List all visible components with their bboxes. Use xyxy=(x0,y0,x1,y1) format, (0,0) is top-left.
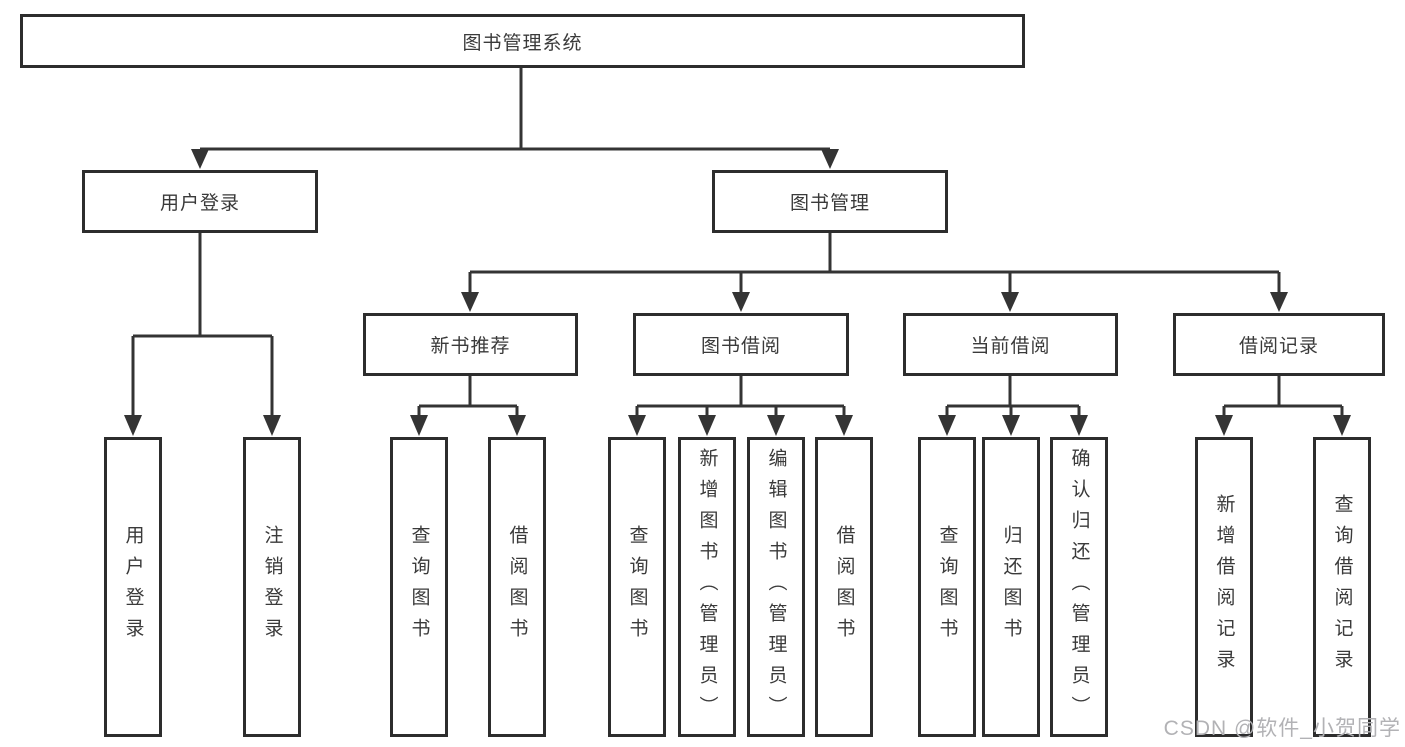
node-label: 用户登录 xyxy=(159,193,240,214)
node-user-login: 用户登录 xyxy=(82,170,318,233)
node-label: 查询借阅记录 xyxy=(1331,494,1353,680)
node-leaf-add-borrow-record: 新增借阅记录 xyxy=(1195,437,1253,737)
node-leaf-query-books-borrowing: 查询图书 xyxy=(608,437,666,737)
node-leaf-add-books-admin: 新增图书（管理员） xyxy=(678,437,736,737)
node-label: 当前借阅 xyxy=(970,336,1051,357)
node-book-borrowing: 图书借阅 xyxy=(633,313,849,376)
node-label: 归还图书 xyxy=(1000,525,1022,649)
node-label: 新增借阅记录 xyxy=(1213,494,1235,680)
arrowhead-icon xyxy=(1002,415,1020,436)
node-label: 查询图书 xyxy=(626,525,648,649)
arrowhead-icon xyxy=(835,415,853,436)
arrowheads xyxy=(124,149,1351,436)
arrowhead-icon xyxy=(1070,415,1088,436)
arrowhead-icon xyxy=(124,415,142,436)
connector-lines xyxy=(131,68,1344,417)
arrowhead-icon xyxy=(410,415,428,436)
node-leaf-user-login: 用户登录 xyxy=(104,437,162,737)
connector-bookmgmt-to-level3 xyxy=(468,233,1281,294)
arrowhead-icon xyxy=(767,415,785,436)
node-new-book-recommend: 新书推荐 xyxy=(363,313,578,376)
node-leaf-confirm-return-admin: 确认归还（管理员） xyxy=(1050,437,1108,737)
connector-records-to-leaves xyxy=(1222,376,1344,417)
arrowhead-icon xyxy=(938,415,956,436)
node-label: 查询图书 xyxy=(936,525,958,649)
node-library-management-system: 图书管理系统 xyxy=(20,14,1025,68)
arrowhead-icon xyxy=(1001,292,1019,312)
node-leaf-query-books-current: 查询图书 xyxy=(918,437,976,737)
connector-userlogin-to-leaves xyxy=(131,233,274,417)
arrowhead-icon xyxy=(628,415,646,436)
node-label: 借阅图书 xyxy=(833,525,855,649)
node-label: 借阅图书 xyxy=(506,525,528,649)
node-leaf-query-books-recommend: 查询图书 xyxy=(390,437,448,737)
watermark: CSDN @软件_小贺同学 xyxy=(1163,717,1401,740)
node-leaf-logout: 注销登录 xyxy=(243,437,301,737)
node-label: 新增图书（管理员） xyxy=(696,447,718,727)
node-label: 用户登录 xyxy=(122,525,144,649)
node-book-management: 图书管理 xyxy=(712,170,948,233)
connector-borrowing-to-leaves xyxy=(635,376,846,417)
node-leaf-borrow-books-borrowing: 借阅图书 xyxy=(815,437,873,737)
arrowhead-icon xyxy=(732,292,750,312)
node-label: 图书借阅 xyxy=(700,336,781,357)
node-label: 查询图书 xyxy=(408,525,430,649)
node-label: 确认归还（管理员） xyxy=(1068,447,1090,727)
arrowhead-icon xyxy=(1215,415,1233,436)
arrowhead-icon xyxy=(1333,415,1351,436)
node-label: 图书管理 xyxy=(789,193,870,214)
connector-current-to-leaves xyxy=(945,376,1081,417)
node-label: 图书管理系统 xyxy=(462,32,583,54)
node-borrowing-records: 借阅记录 xyxy=(1173,313,1385,376)
connector-root-to-level2 xyxy=(198,68,832,152)
arrowhead-icon xyxy=(461,292,479,312)
node-leaf-return-books: 归还图书 xyxy=(982,437,1040,737)
node-label: 新书推荐 xyxy=(430,336,511,357)
arrowhead-icon xyxy=(191,149,209,169)
node-label: 编辑图书（管理员） xyxy=(765,447,787,727)
node-current-borrowing: 当前借阅 xyxy=(903,313,1118,376)
arrowhead-icon xyxy=(821,149,839,169)
node-label: 注销登录 xyxy=(261,525,283,649)
arrowhead-icon xyxy=(1270,292,1288,312)
connector-recommend-to-leaves xyxy=(417,376,519,417)
arrowhead-icon xyxy=(263,415,281,436)
node-leaf-edit-books-admin: 编辑图书（管理员） xyxy=(747,437,805,737)
node-leaf-query-borrow-record: 查询借阅记录 xyxy=(1313,437,1371,737)
node-leaf-borrow-books-recommend: 借阅图书 xyxy=(488,437,546,737)
arrowhead-icon xyxy=(508,415,526,436)
node-label: 借阅记录 xyxy=(1238,336,1319,357)
arrowhead-icon xyxy=(698,415,716,436)
